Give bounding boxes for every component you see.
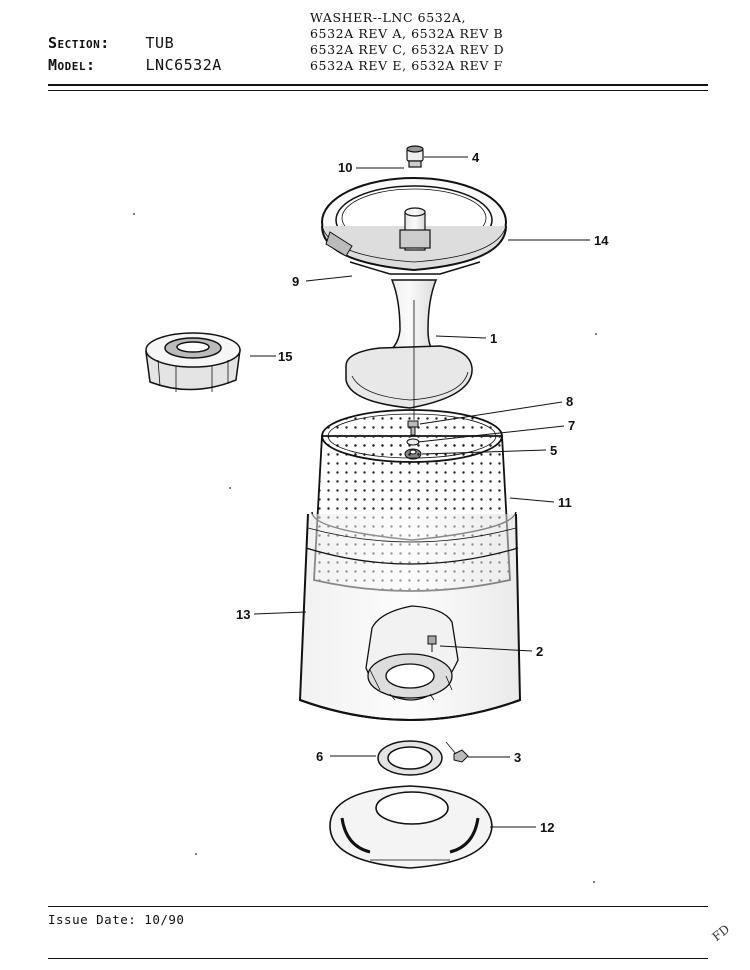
callout-14: 14	[594, 233, 609, 248]
callout-2: 2	[536, 644, 543, 659]
callout-5: 5	[550, 443, 557, 458]
header-rule-top	[48, 84, 708, 86]
title-line: 6532A REV C, 6532A REV D	[310, 42, 505, 57]
tub-pump-opening	[365, 605, 459, 701]
model-title-block: WASHER--LNC 6532A, 6532A REV A, 6532A RE…	[310, 10, 504, 74]
header-rule-bottom	[48, 90, 708, 91]
model-value: LNC6532A	[145, 56, 222, 74]
section-value: TUB	[145, 34, 175, 52]
part-4-cap	[406, 145, 424, 168]
footer-rule-top	[48, 906, 708, 907]
callout-15: 15	[278, 349, 292, 364]
callout-9: 9	[292, 274, 299, 289]
part-1-agitator	[345, 279, 473, 420]
spin-shaft	[399, 207, 431, 251]
leader-lines	[250, 156, 590, 828]
model-row: Model: LNC6532A	[48, 54, 222, 76]
title-line: 6532A REV E, 6532A REV F	[310, 58, 503, 73]
callout-3: 3	[514, 750, 521, 765]
section-model-header: Section: TUB Model: LNC6532A	[48, 32, 222, 76]
callout-1: 1	[490, 331, 497, 346]
section-row: Section: TUB	[48, 32, 222, 54]
callout-6: 6	[316, 749, 323, 764]
footer-rule-bottom	[48, 958, 708, 959]
part-2-bolt	[427, 635, 437, 652]
section-label: Section:	[48, 34, 110, 52]
part-12-base-plate	[329, 785, 493, 869]
title-line: WASHER--LNC 6532A,	[310, 10, 467, 25]
part-6-gasket	[377, 740, 443, 776]
title-line: 6532A REV A, 6532A REV B	[310, 26, 504, 41]
callout-13: 13	[236, 607, 250, 622]
callout-10: 10	[338, 160, 352, 175]
callout-8: 8	[566, 394, 573, 409]
callout-11: 11	[558, 495, 572, 510]
callout-7: 7	[568, 418, 575, 433]
callout-4: 4	[472, 150, 480, 165]
part-15-filter	[145, 332, 241, 392]
issue-date: Issue Date: 10/90	[48, 912, 185, 927]
scan-specks	[133, 213, 597, 883]
model-label: Model:	[48, 56, 96, 74]
callout-12: 12	[540, 820, 554, 835]
part-3-nut	[445, 741, 469, 763]
